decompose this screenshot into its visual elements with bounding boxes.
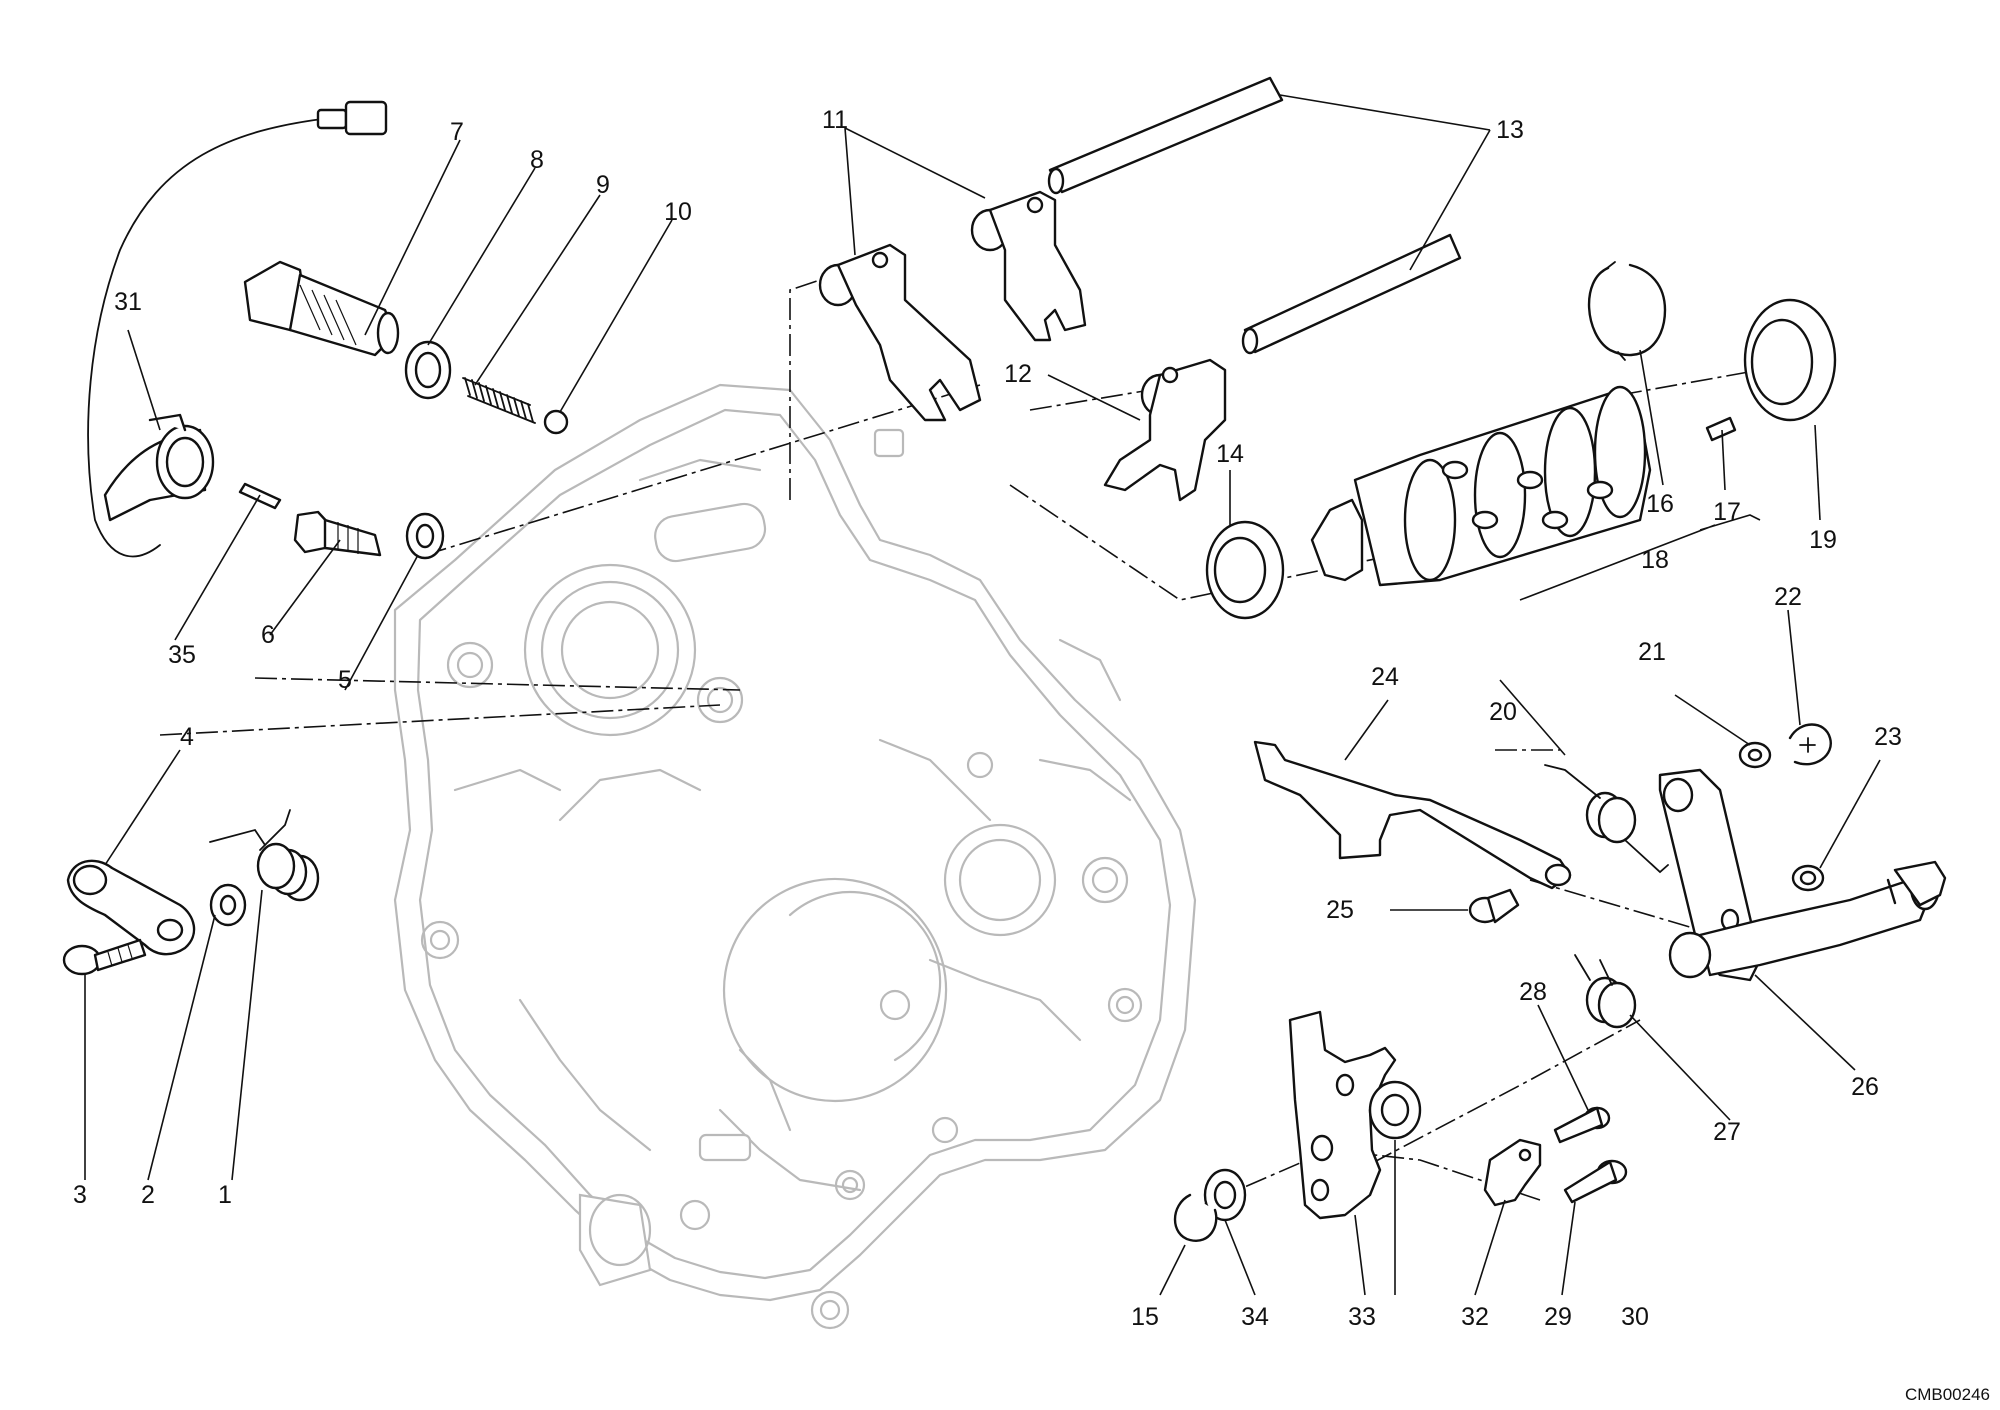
screw-part-25 — [1468, 888, 1520, 924]
neutral-switch-part-6 — [293, 510, 382, 557]
shift-forks-part-11 — [818, 190, 1087, 422]
gearshift-shaft-part-26 — [1658, 768, 1947, 982]
callout-28: 28 — [1519, 978, 1547, 1006]
circlip-part-16 — [1587, 261, 1667, 361]
callout-30: 30 — [1621, 1303, 1649, 1331]
callout-8: 8 — [530, 146, 544, 174]
callout-10: 10 — [664, 198, 692, 226]
callout-7: 7 — [450, 118, 464, 146]
washer-part-5 — [405, 512, 445, 560]
spring-part-9 — [462, 377, 536, 424]
bush-part-23 — [1791, 864, 1825, 892]
callout-6: 6 — [261, 621, 275, 649]
callout-3: 3 — [73, 1181, 87, 1209]
washer-part-14 — [1205, 520, 1285, 620]
callout-33: 33 — [1348, 1303, 1376, 1331]
callout-15: 15 — [1131, 1303, 1159, 1331]
washer-part-21 — [1738, 741, 1772, 769]
spring-part-20 — [1544, 764, 1669, 874]
callout-19: 19 — [1809, 526, 1837, 554]
gearshift-drum-part-18 — [1310, 385, 1652, 587]
bolt-part-7 — [243, 260, 400, 357]
bush-part-32 — [1368, 1080, 1422, 1140]
callout-23: 23 — [1874, 723, 1902, 751]
callout-2: 2 — [141, 1181, 155, 1209]
return-spring-part-27 — [1574, 954, 1637, 1029]
circlip-part-15 — [1173, 1193, 1218, 1242]
lever-part-4 — [66, 859, 196, 956]
callout-34: 34 — [1241, 1303, 1269, 1331]
ratchet-part-29 — [1483, 1138, 1542, 1207]
callout-14: 14 — [1216, 440, 1244, 468]
washer-part-2 — [209, 883, 247, 927]
callout-29: 29 — [1544, 1303, 1572, 1331]
callout-16: 16 — [1646, 490, 1674, 518]
callout-1: 1 — [218, 1181, 232, 1209]
leader-lines — [84, 94, 1881, 1296]
callout-25: 25 — [1326, 896, 1354, 924]
callout-4: 4 — [180, 723, 194, 751]
washer-part-19 — [1743, 298, 1837, 422]
callout-27: 27 — [1713, 1118, 1741, 1146]
shift-fork-part-12 — [1103, 358, 1227, 502]
screw-part-30 — [1563, 1159, 1628, 1204]
callout-12: 12 — [1004, 360, 1032, 388]
callout-26: 26 — [1851, 1073, 1879, 1101]
callout-18: 18 — [1641, 546, 1669, 574]
callout-11: 11 — [822, 106, 848, 134]
clip-part-22 — [1788, 723, 1832, 766]
callout-32: 32 — [1461, 1303, 1489, 1331]
callout-5: 5 — [338, 666, 352, 694]
callout-17: 17 — [1713, 498, 1741, 526]
spring-part-1 — [209, 809, 320, 902]
callout-9: 9 — [596, 171, 610, 199]
assembly-axes — [159, 279, 1761, 1216]
callout-24: 24 — [1371, 663, 1399, 691]
callout-22: 22 — [1774, 583, 1802, 611]
callout-31: 31 — [114, 288, 142, 316]
fork-shafts-part-13 — [1047, 76, 1462, 355]
pin-part-17 — [1705, 416, 1737, 442]
callout-35: 35 — [168, 641, 196, 669]
callout-20: 20 — [1489, 698, 1517, 726]
washer-part-8 — [404, 340, 452, 400]
neutral-sensor-part-31 — [87, 100, 388, 558]
drawing-code: CMB00246 — [1905, 1385, 1990, 1404]
callout-labels: 1 2 3 4 5 6 7 8 9 10 11 12 13 14 15 16 1… — [73, 106, 1902, 1331]
bolt-part-3 — [62, 938, 147, 976]
screw-part-28 — [1553, 1106, 1611, 1144]
callout-13: 13 — [1496, 116, 1524, 144]
callout-21: 21 — [1638, 638, 1666, 666]
selector-lever-part-24 — [1253, 740, 1572, 890]
gearshift-plate-part-33 — [1288, 1010, 1397, 1220]
ball-part-10 — [543, 409, 569, 435]
crankcase-half-ghost — [393, 383, 1197, 1330]
